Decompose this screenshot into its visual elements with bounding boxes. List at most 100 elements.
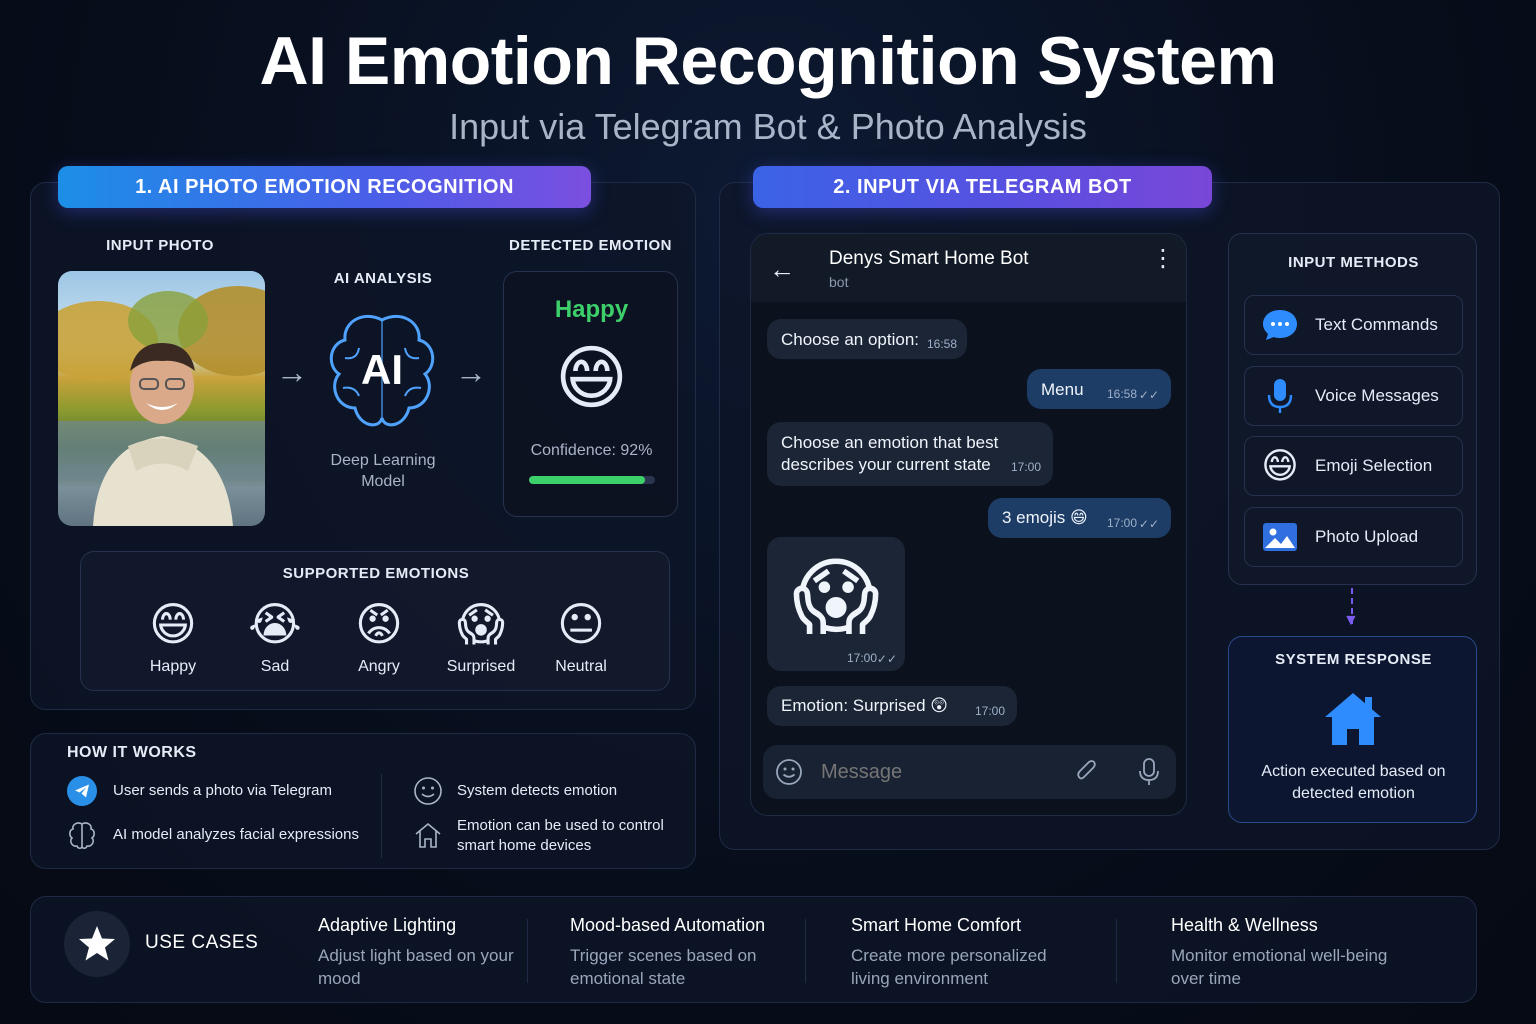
emotion-neutral: 😐 Neutral: [539, 596, 623, 676]
message-text: 3 emojis 😄: [1002, 508, 1088, 527]
step-text: Emotion can be used to control smart hom…: [457, 817, 664, 854]
happy-emoji-icon: 😄: [149, 598, 197, 650]
page-title: AI Emotion Recognition System: [259, 23, 1277, 99]
page-subtitle: Input via Telegram Bot & Photo Analysis: [449, 106, 1087, 147]
double-check-icon: ✓✓: [876, 652, 897, 666]
surprised-sticker-icon: 😱: [792, 550, 880, 644]
message-outgoing: 3 emojis 😄 17:00 ✓✓: [988, 498, 1171, 538]
use-case-desc: Monitor emotional well-being over time: [1171, 946, 1388, 988]
use-case-item: Mood-based Automation Trigger scenes bas…: [570, 915, 780, 990]
telegram-icon: [67, 776, 97, 806]
input-photo-label: INPUT PHOTO: [106, 237, 214, 254]
use-cases-panel: USE CASES Adaptive Lighting Adjust light…: [30, 896, 1477, 1003]
ai-brain-icon: AI: [323, 308, 441, 433]
brain-icon: [67, 820, 97, 850]
method-text-commands[interactable]: Text Commands: [1244, 295, 1463, 355]
ai-text: AI: [361, 346, 403, 393]
step-text: AI model analyzes facial expressions: [113, 826, 359, 843]
divider: [805, 919, 806, 983]
back-arrow-icon[interactable]: ←: [769, 254, 795, 284]
telegram-chat-window: ← Denys Smart Home Bot bot ⋮ Choose an o…: [750, 233, 1187, 816]
divider: [527, 919, 528, 983]
model-label: Deep Learning Model: [330, 452, 436, 490]
message-input-bar: [763, 745, 1176, 799]
angry-emoji-icon: 😡: [355, 598, 403, 650]
divider: [1116, 919, 1117, 983]
message-time: 16:58: [1106, 387, 1137, 401]
house-icon: [1323, 691, 1383, 747]
step-text: User sends a photo via Telegram: [113, 782, 333, 799]
method-emoji-selection[interactable]: 😄 Emoji Selection: [1244, 436, 1463, 496]
method-label: Emoji Selection: [1315, 456, 1433, 475]
star-icon: [64, 911, 130, 977]
emotion-angry: 😡 Angry: [337, 596, 421, 676]
use-case-desc: Adjust light based on your mood: [318, 946, 514, 988]
smiley-outline-icon: [413, 776, 443, 806]
message-time: 16:58: [926, 337, 957, 351]
system-response-text: Action executed based on detected emotio…: [1261, 763, 1446, 802]
confidence-text: Confidence: 92%: [530, 442, 653, 459]
message-input[interactable]: [821, 757, 1051, 787]
neutral-emoji-icon: 😐: [557, 598, 605, 650]
emotion-surprised: 😱 Surprised: [431, 596, 531, 676]
emotion-happy: 😄 Happy: [131, 596, 215, 676]
message-text: Choose an emotion that best describes yo…: [781, 433, 999, 474]
bot-subtitle: bot: [829, 274, 849, 290]
use-case-item: Adaptive Lighting Adjust light based on …: [318, 915, 518, 990]
message-text: Choose an option:: [781, 330, 919, 349]
emotion-sad: 😭 Sad: [233, 596, 317, 676]
message-time: 17:00: [1106, 516, 1137, 530]
photo-recognition-pill: 1. AI PHOTO EMOTION RECOGNITION: [58, 166, 591, 208]
method-voice-messages[interactable]: Voice Messages: [1244, 366, 1463, 426]
arrow-down-icon: ▼: [1343, 612, 1359, 629]
person-photo-illustration: [58, 286, 265, 526]
system-response-card: SYSTEM RESPONSE Action executed based on…: [1228, 636, 1477, 823]
use-cases-label: USE CASES: [145, 932, 259, 953]
use-case-title: Mood-based Automation: [570, 915, 766, 935]
detected-emotion-card: Happy 😄 Confidence: 92%: [503, 271, 678, 517]
step-text: System detects emotion: [457, 782, 618, 799]
ai-analysis-label: AI ANALYSIS: [333, 270, 433, 287]
message-text: Menu: [1041, 380, 1084, 399]
chat-header: [751, 234, 1186, 302]
use-case-title: Smart Home Comfort: [851, 915, 1022, 935]
emotion-label: Sad: [260, 658, 290, 675]
emoji-button-icon[interactable]: [775, 758, 803, 786]
message-incoming: Choose an option: 16:58: [767, 319, 967, 359]
message-sticker: 😱 17:00 ✓✓: [767, 537, 905, 671]
use-case-title: Health & Wellness: [1171, 915, 1318, 935]
detected-emotion-label: DETECTED EMOTION: [508, 237, 672, 254]
divider: [381, 774, 382, 858]
double-check-icon: ✓✓: [1138, 388, 1159, 402]
arrow-right-icon: →: [455, 354, 487, 390]
method-label: Photo Upload: [1315, 527, 1419, 546]
input-photo: [58, 271, 265, 526]
microphone-icon: [1245, 377, 1315, 415]
detected-emotion-name: Happy: [554, 296, 629, 323]
double-check-icon: ✓✓: [1138, 517, 1159, 531]
attach-paperclip-icon[interactable]: [1073, 758, 1101, 786]
use-case-title: Adaptive Lighting: [318, 915, 457, 935]
message-time: 17:00: [846, 651, 877, 665]
message-incoming: Choose an emotion that best describes yo…: [767, 422, 1053, 486]
emotion-label: Happy: [149, 658, 197, 675]
chat-bubble-icon: [1245, 308, 1315, 342]
more-menu-icon[interactable]: ⋮: [1151, 245, 1175, 272]
supported-emotions-label: SUPPORTED EMOTIONS: [282, 565, 470, 582]
microphone-icon[interactable]: [1136, 757, 1162, 787]
flow-connector: [1351, 588, 1353, 624]
use-case-desc: Create more personalized living environm…: [851, 946, 1047, 988]
house-outline-icon: [413, 820, 443, 850]
message-incoming: Emotion: Surprised 😲 17:00: [767, 686, 1017, 726]
surprised-emoji-icon: 😱: [457, 598, 505, 650]
message-text: Emotion: Surprised 😲: [781, 696, 949, 715]
image-icon: [1245, 522, 1315, 552]
emotion-label: Surprised: [446, 658, 516, 675]
input-methods-title: INPUT METHODS: [1288, 254, 1419, 271]
supported-emotions-card: SUPPORTED EMOTIONS 😄 Happy 😭 Sad 😡 Angry…: [80, 551, 670, 691]
how-it-works-title: HOW IT WORKS: [67, 744, 197, 761]
confidence-bar-track: [529, 476, 655, 484]
method-photo-upload[interactable]: Photo Upload: [1244, 507, 1463, 567]
method-label: Text Commands: [1315, 315, 1438, 334]
emotion-label: Neutral: [555, 658, 607, 675]
